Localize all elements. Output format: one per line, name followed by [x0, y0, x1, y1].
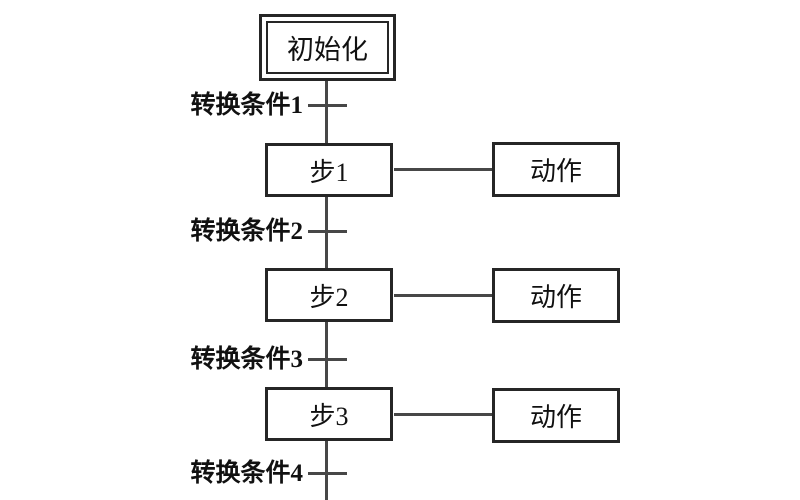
transition-label-2: 转换条件2	[190, 218, 303, 245]
action-connector-3	[394, 413, 493, 416]
transition-bar-2	[308, 230, 347, 233]
action-label-1: 动作	[529, 157, 582, 186]
transition-bar-4	[308, 472, 347, 475]
action-box-1: 动作	[492, 142, 620, 197]
step-box-1: 步1	[265, 143, 393, 197]
transition-bar-3	[308, 358, 347, 361]
step-label-3: 步3	[309, 401, 349, 431]
action-label-3: 动作	[529, 403, 582, 432]
transition-label-3: 转换条件3	[190, 346, 303, 373]
action-box-2: 动作	[492, 268, 620, 323]
action-box-3: 动作	[492, 388, 620, 443]
transition-label-1: 转换条件1	[190, 92, 303, 119]
initial-step-inner-border: 初始化	[266, 21, 389, 74]
transition-label-4: 转换条件4	[190, 460, 303, 487]
initial-step-box: 初始化	[259, 14, 396, 81]
action-label-2: 动作	[529, 283, 582, 312]
action-connector-2	[394, 294, 493, 297]
transition-bar-1	[308, 104, 347, 107]
step-box-2: 步2	[265, 268, 393, 322]
action-connector-1	[394, 168, 493, 171]
step-box-3: 步3	[265, 387, 393, 441]
step-label-1: 步1	[309, 157, 349, 187]
step-label-2: 步2	[309, 282, 349, 312]
initial-step-label: 初始化	[287, 35, 368, 65]
